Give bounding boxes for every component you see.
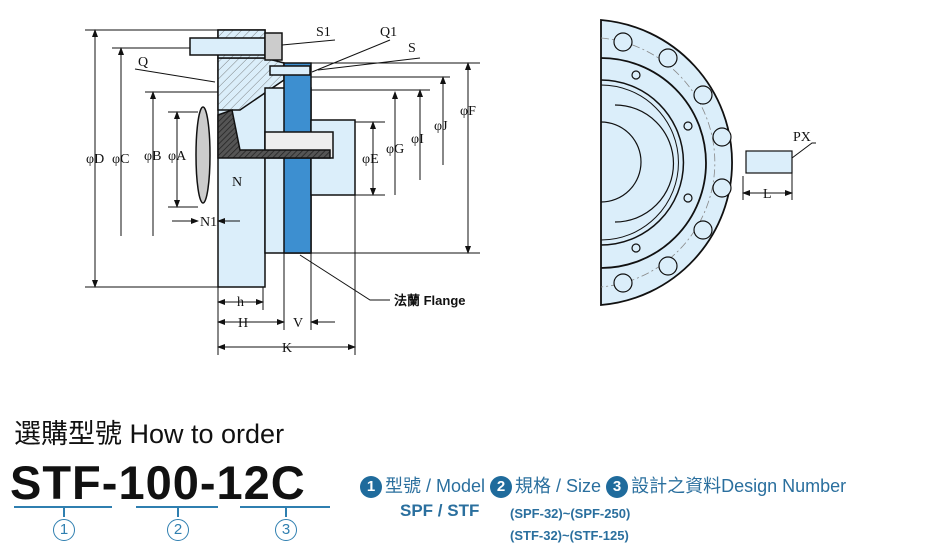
label-E: φE — [362, 152, 379, 167]
bullet-1: 1 — [360, 476, 382, 499]
legend-design: 設計之資料Design Number — [631, 476, 847, 496]
bolt-holes — [613, 32, 732, 293]
dimension-labels: S1 Q1 S Q φD φC φB φA φE φG φI φJ φF N N… — [86, 25, 476, 356]
technical-drawing: S1 Q1 S Q φD φC φB φA φE φG φI φJ φF N N… — [85, 19, 816, 356]
label-F: φF — [460, 104, 476, 119]
label-S1: S1 — [316, 25, 331, 40]
dimension-lines — [85, 29, 480, 355]
label-PX: PX — [793, 130, 811, 145]
label-G: φG — [386, 142, 404, 157]
shaft — [745, 150, 793, 174]
label-I: φI — [411, 132, 424, 147]
label-L: L — [763, 187, 772, 202]
circle-number-1: 1 — [53, 519, 75, 541]
label-K: K — [282, 341, 292, 356]
part-size: 100 — [118, 456, 200, 509]
size-range-stf: (STF-32)~(STF-125) — [510, 528, 629, 543]
legend-size: 規格 / Size — [515, 476, 602, 496]
part-model: STF — [10, 456, 102, 509]
legend-model: 型號 / Model — [385, 476, 486, 496]
part-number: STF-100-12C — [10, 455, 306, 510]
flange-label: 法蘭 Flange — [394, 293, 466, 308]
label-D: φD — [86, 152, 104, 167]
separator: - — [101, 456, 119, 509]
label-B: φB — [144, 149, 161, 164]
label-N1: N1 — [200, 215, 217, 230]
front-half-view — [600, 19, 816, 306]
circle-number-3: 3 — [275, 519, 297, 541]
label-J: φJ — [434, 119, 448, 134]
label-C: φC — [112, 152, 129, 167]
label-V: V — [293, 316, 303, 331]
knurl — [264, 32, 283, 61]
label-S: S — [408, 41, 416, 56]
handwheel — [195, 106, 211, 204]
model-values: SPF / STF — [400, 501, 480, 520]
label-h: h — [237, 295, 244, 310]
size-range-spf: (SPF-32)~(SPF-250) — [510, 506, 631, 521]
section-title: 選購型號 How to order — [14, 419, 285, 449]
label-N: N — [232, 175, 242, 190]
bolt-s1 — [189, 37, 266, 56]
side-section-view — [189, 29, 356, 288]
circle-number-2: 2 — [167, 519, 189, 541]
part-design: 12C — [216, 456, 306, 509]
label-A: φA — [168, 149, 187, 164]
bullet-3: 3 — [606, 476, 629, 499]
bullet-2: 2 — [490, 476, 513, 499]
separator: - — [199, 456, 217, 509]
label-H: H — [238, 316, 248, 331]
label-Q: Q — [138, 55, 148, 70]
label-Q1: Q1 — [380, 25, 397, 40]
